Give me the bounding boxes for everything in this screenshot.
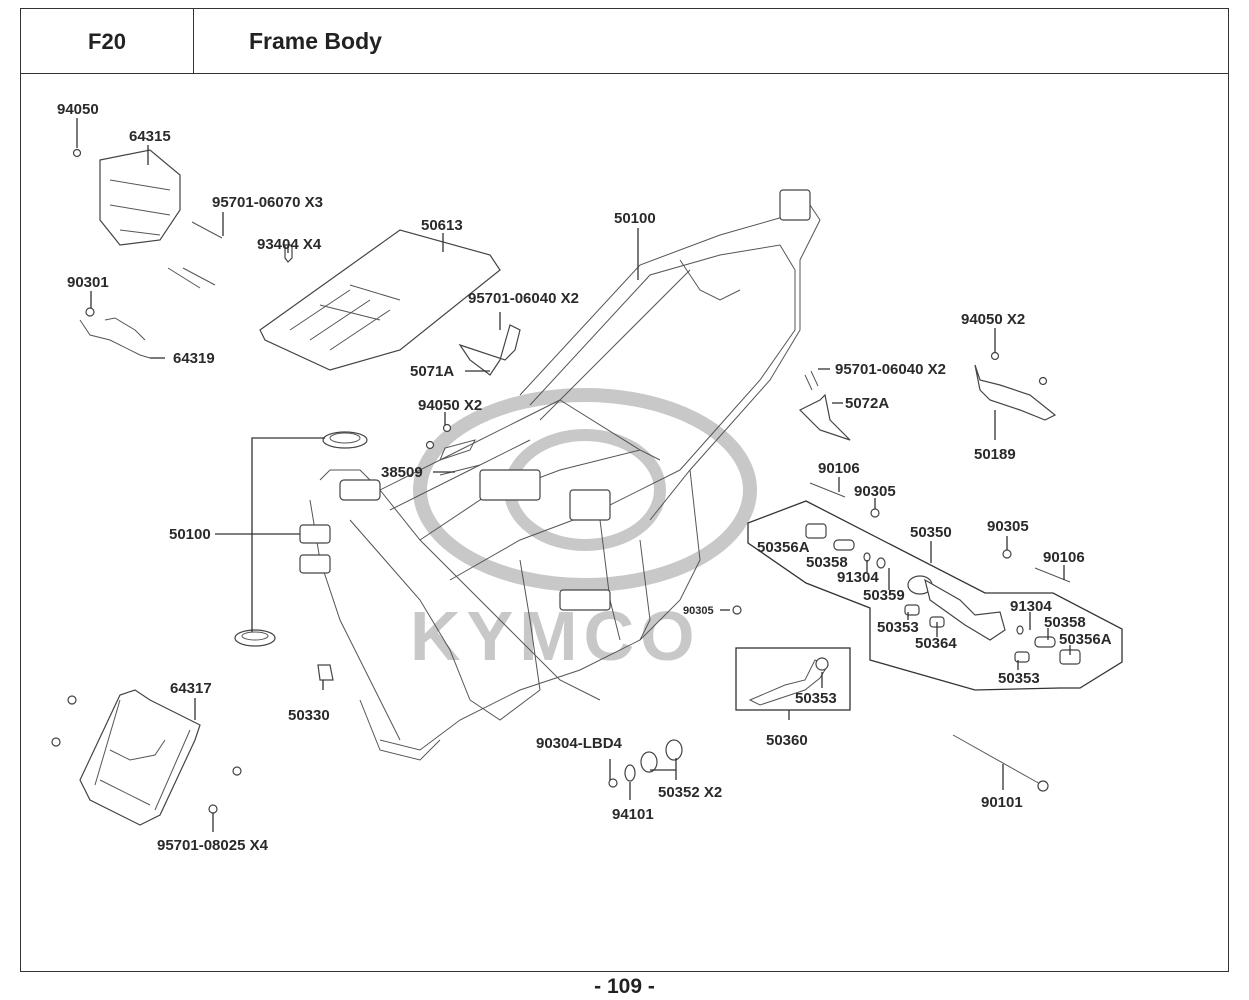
leader-lines xyxy=(76,118,1071,832)
part-95701-08025-screw[interactable] xyxy=(51,737,61,747)
part-label[interactable]: 90305 xyxy=(854,483,896,500)
part-50358-spring[interactable] xyxy=(1034,636,1056,648)
part-label[interactable]: 64319 xyxy=(173,350,215,367)
part-label[interactable]: 94050 X2 xyxy=(418,397,482,414)
part-50613-skid-plate[interactable] xyxy=(259,229,501,371)
part-label[interactable]: 5072A xyxy=(845,395,889,412)
part-95701-08025-screw[interactable] xyxy=(208,804,218,814)
part-93404-screw[interactable] xyxy=(284,244,293,263)
part-50356A-bushing[interactable] xyxy=(805,523,827,539)
group-50350-outline xyxy=(747,500,1123,691)
part-90305-nut[interactable] xyxy=(870,508,880,518)
part-90106-pin[interactable] xyxy=(1034,567,1071,583)
part-label[interactable]: 91304 xyxy=(837,569,879,586)
part-90305-nut[interactable] xyxy=(732,605,742,615)
part-label[interactable]: 50364 xyxy=(915,635,957,652)
part-labels: 94050 64315 95701-06070 X3 93404 X4 5061… xyxy=(57,101,1112,854)
group-50360-box xyxy=(735,647,851,711)
part-label[interactable]: 64317 xyxy=(170,680,212,697)
page-number: - 109 - xyxy=(594,975,655,998)
part-95701-08025-screw[interactable] xyxy=(232,766,242,776)
part-label[interactable]: 50353 xyxy=(877,619,919,636)
part-50350-swingarm-link[interactable] xyxy=(907,575,1006,641)
part-label[interactable]: 50353 xyxy=(795,690,837,707)
part-label[interactable]: 50356A xyxy=(757,539,810,556)
part-50360-rod[interactable] xyxy=(748,657,829,706)
part-64315-bracket[interactable] xyxy=(99,149,181,246)
part-label[interactable]: 90305 xyxy=(987,518,1029,535)
kymco-watermark: KYMCO xyxy=(410,388,757,675)
part-94050-nut[interactable] xyxy=(72,148,82,158)
bolt-head-icon xyxy=(1037,780,1049,792)
part-label[interactable]: 50359 xyxy=(863,587,905,604)
part-label[interactable]: 91304 xyxy=(1010,598,1052,615)
part-91304-ring[interactable] xyxy=(863,552,871,562)
page-header: F20 Frame Body xyxy=(20,8,1229,74)
part-label[interactable]: 50350 xyxy=(910,524,952,541)
part-label[interactable]: 95701-06040 X2 xyxy=(835,361,946,378)
part-label[interactable]: 90304-LBD4 xyxy=(536,735,623,752)
part-label[interactable]: 5071A xyxy=(410,363,454,380)
part-95701-08025-screw[interactable] xyxy=(67,695,77,705)
main-frame-drawing xyxy=(299,189,821,761)
part-label[interactable]: 50189 xyxy=(974,446,1016,463)
part-90106-pin[interactable] xyxy=(809,482,846,498)
section-code: F20 xyxy=(21,9,194,74)
part-50352-bushing[interactable] xyxy=(665,739,683,761)
part-steering-bearing-bottom[interactable] xyxy=(234,629,276,647)
part-steering-bearing-top[interactable] xyxy=(322,431,368,449)
part-50359-washer[interactable] xyxy=(876,557,886,569)
part-95701-06070-bolts[interactable] xyxy=(167,221,223,289)
part-5072A-footrest[interactable] xyxy=(798,370,851,441)
part-label[interactable]: 64315 xyxy=(129,128,171,145)
part-label[interactable]: 94101 xyxy=(612,806,654,823)
part-label[interactable]: 50358 xyxy=(1044,614,1086,631)
section-title: Frame Body xyxy=(249,28,382,54)
part-label[interactable]: 50356A xyxy=(1059,631,1112,648)
part-label[interactable]: 50358 xyxy=(806,554,848,571)
part-5071A-footrest[interactable] xyxy=(458,324,521,376)
part-94101-washer[interactable] xyxy=(624,764,636,782)
part-label[interactable]: 90101 xyxy=(981,794,1023,811)
part-label[interactable]: 50352 X2 xyxy=(658,784,722,801)
part-50352-bushing[interactable] xyxy=(640,751,658,773)
watermark-ellipse xyxy=(413,388,757,592)
part-label[interactable]: 38509 xyxy=(381,464,423,481)
part-90305-nut[interactable] xyxy=(1002,549,1012,559)
part-64317-hinge[interactable] xyxy=(79,689,201,826)
part-90304-LBD4-nut[interactable] xyxy=(608,778,618,788)
part-label[interactable]: 90305 xyxy=(683,605,714,617)
watermark-text: KYMCO xyxy=(410,597,701,675)
part-label[interactable]: 90301 xyxy=(67,274,109,291)
part-50353-bushing[interactable] xyxy=(904,604,920,616)
part-label[interactable]: 50100 xyxy=(614,210,656,227)
diagram-frame xyxy=(20,73,1229,972)
part-50353-bushing[interactable] xyxy=(1014,651,1030,663)
part-90101-bolt[interactable] xyxy=(952,734,1043,786)
part-64319-bracket[interactable] xyxy=(79,307,151,359)
part-label[interactable]: 50100 xyxy=(169,526,211,543)
part-label[interactable]: 94050 X2 xyxy=(961,311,1025,328)
part-label[interactable]: 94050 xyxy=(57,101,99,118)
part-label[interactable]: 50330 xyxy=(288,707,330,724)
part-50330-plate[interactable] xyxy=(317,664,334,681)
part-label[interactable]: 95701-06070 X3 xyxy=(212,194,323,211)
part-50358-spring[interactable] xyxy=(833,539,855,551)
part-label[interactable]: 90106 xyxy=(1043,549,1085,566)
part-label[interactable]: 50353 xyxy=(998,670,1040,687)
part-label[interactable]: 95701-06040 X2 xyxy=(468,290,579,307)
part-50189-bracket[interactable] xyxy=(974,351,1057,421)
part-label[interactable]: 93404 X4 xyxy=(257,236,322,253)
part-91304-ring[interactable] xyxy=(1016,625,1024,635)
part-label[interactable]: 95701-08025 X4 xyxy=(157,837,269,854)
part-label[interactable]: 50360 xyxy=(766,732,808,749)
part-38509-bracket[interactable] xyxy=(425,423,481,476)
part-label[interactable]: 50613 xyxy=(421,217,463,234)
part-label[interactable]: 90106 xyxy=(818,460,860,477)
